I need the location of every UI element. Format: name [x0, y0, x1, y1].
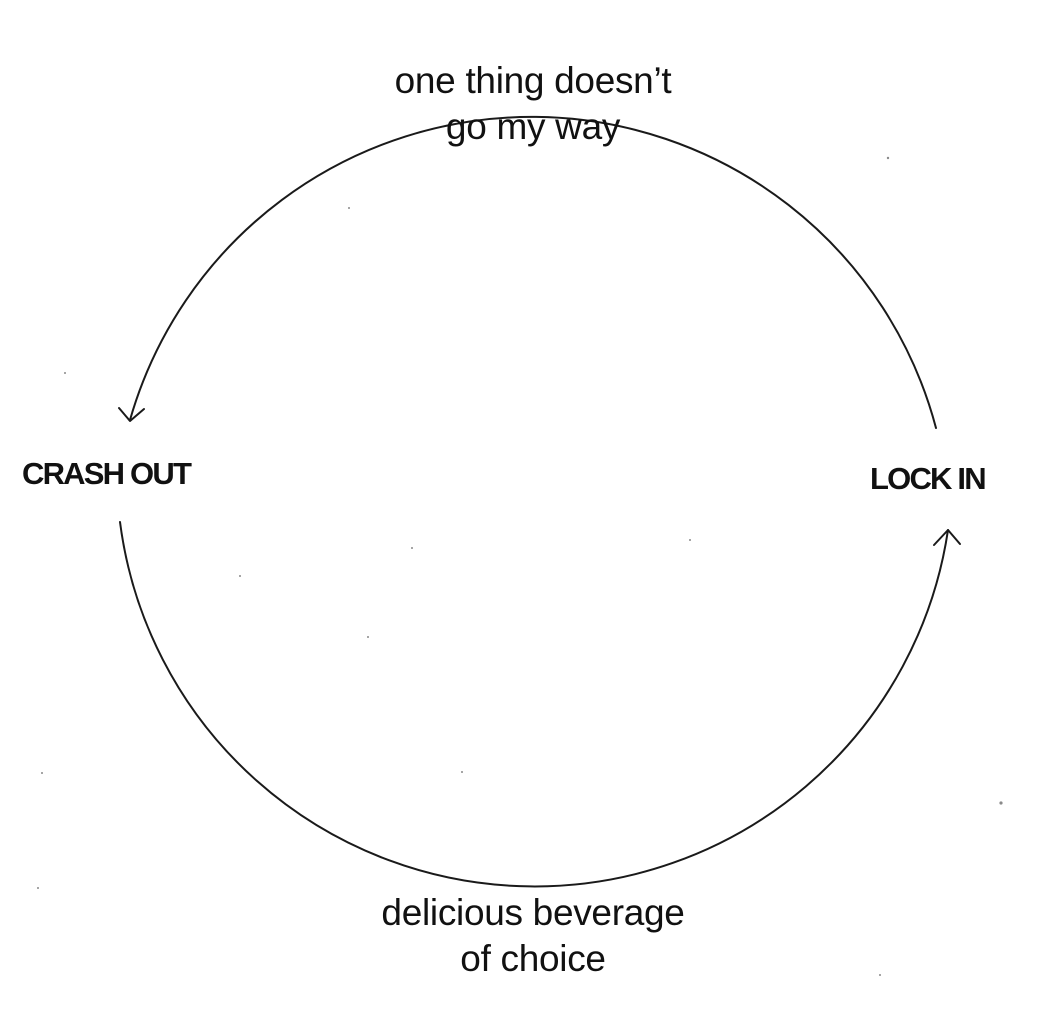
node-crash-out: CRASH OUT — [22, 456, 192, 491]
edge-label-top-line-1: one thing doesn’t — [394, 60, 672, 101]
arrowhead-down-icon — [118, 407, 145, 422]
edge-label-bottom-line-2: of choice — [460, 938, 606, 979]
edge-label-bottom-line-1: delicious beverage — [381, 892, 685, 933]
arc-top-lock-in-to-crash-out — [129, 115, 937, 429]
scan-specks — [37, 156, 1003, 976]
edge-label-top: one thing doesn’t go my way — [395, 58, 672, 150]
edge-label-top-line-2: go my way — [445, 106, 621, 147]
arrowhead-up-icon — [933, 529, 961, 546]
arc-bottom-crash-out-to-lock-in — [119, 521, 949, 888]
edge-label-bottom: delicious beverage of choice — [381, 890, 684, 982]
node-lock-in: LOCK IN — [870, 461, 987, 496]
